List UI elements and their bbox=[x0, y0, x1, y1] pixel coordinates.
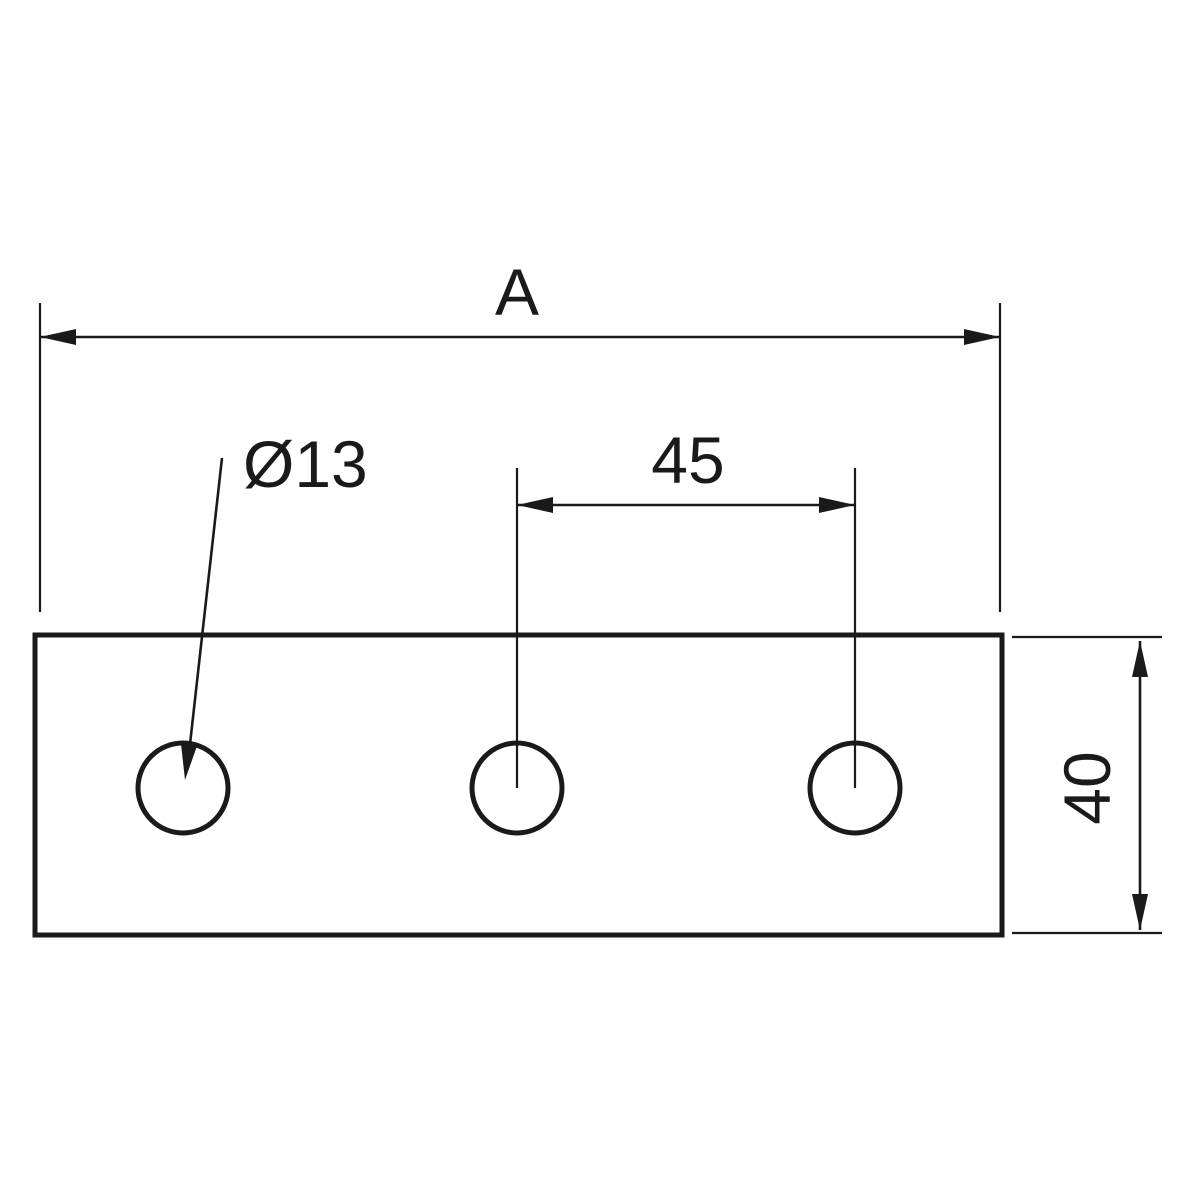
label-hole-spacing: 45 bbox=[651, 423, 724, 497]
hole-left bbox=[135, 740, 231, 836]
plate-group bbox=[32, 632, 1005, 938]
label-plate-height: 40 bbox=[1050, 751, 1124, 824]
arrowhead-leader-icon bbox=[181, 744, 197, 780]
arrowhead-height-top-icon bbox=[1132, 641, 1148, 677]
arrowhead-right-icon bbox=[964, 329, 1000, 345]
arrowhead-spacing-left-icon bbox=[517, 497, 553, 513]
arrowhead-spacing-right-icon bbox=[819, 497, 855, 513]
arrowhead-left-icon bbox=[40, 329, 76, 345]
callout-hole-diameter: Ø13 bbox=[181, 427, 368, 780]
label-hole-diameter: Ø13 bbox=[243, 427, 368, 501]
arrowhead-height-bottom-icon bbox=[1132, 894, 1148, 930]
dimension-plate-height: 40 bbox=[1012, 635, 1162, 935]
dimension-overall-width: A bbox=[38, 255, 1002, 612]
dimension-hole-spacing: 45 bbox=[515, 423, 857, 788]
leader-line-diameter bbox=[186, 457, 224, 763]
label-overall-width: A bbox=[495, 255, 539, 329]
